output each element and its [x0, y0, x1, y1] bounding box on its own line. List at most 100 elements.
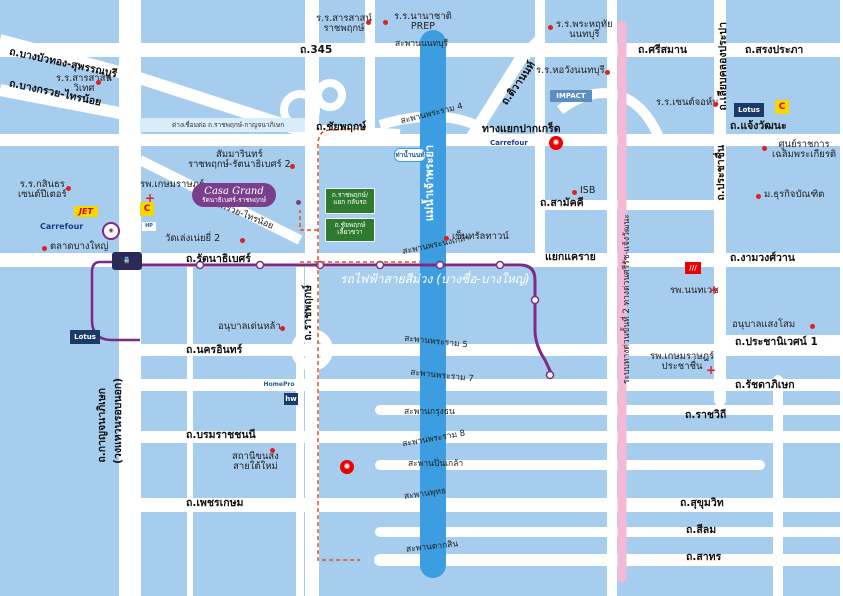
road-borommaratchachonnani: ถ.บรมราชชนนี — [186, 429, 256, 441]
expressway-label: ระบบทางด่วนขั้นที่ 2 ทางด่วนศรีรัช-แจ้งว… — [622, 214, 632, 385]
road-liap-khlong-prapa: ถ.เลียบคลองประปา — [717, 22, 729, 111]
road-ngam-wong-wan: ถ.งามวงศ์วาน — [730, 252, 795, 264]
casa-grand-label[interactable]: Casa Grand รัตนาธิเบศร์-ราชพฤกษ์ — [192, 183, 277, 208]
poi-isb: ISB — [580, 185, 596, 196]
roundabout — [291, 329, 333, 371]
poi-anuban-tiles: อนุบาลเด่นหล้า — [218, 321, 281, 332]
poi-kasintorn-school: ร.ร.กสินธร เซนต์ปีเตอร์ — [18, 179, 67, 201]
poi-phrathai-school: ร.ร.พระหฤทัย นนทบุรี — [556, 19, 613, 41]
poi-dot — [280, 326, 285, 331]
purple-line-station — [495, 260, 505, 270]
poi-dot — [366, 20, 371, 25]
purple-line-station-icon: ◉ — [102, 222, 120, 240]
road-song-prapha: ถ.สรงประภา — [745, 44, 804, 56]
purple-line-label: รถไฟฟ้าสายสีม่วง (บางซื่อ-บางใหญ่) — [340, 272, 530, 286]
poi-dot — [96, 80, 101, 85]
bridge-krung-thon: สะพานกรุงธน — [404, 407, 455, 417]
hw-logo: hw — [284, 393, 298, 405]
road-sathon: ถ.สาทร — [686, 551, 722, 563]
poi-dot — [810, 324, 815, 329]
khae-rai-junction: แยกแคราย — [545, 251, 596, 263]
road-diag-bangkruai — [0, 84, 132, 121]
casa-grand-subtitle: รัตนาธิเบศร์-ราชพฤกษ์ — [202, 196, 267, 204]
poi-dot — [605, 70, 610, 75]
poi-nonthavej: รพ.นนทเวช — [670, 285, 719, 296]
poi-dot — [66, 186, 71, 191]
purple-line-station — [545, 370, 555, 380]
purple-line-station — [195, 260, 205, 270]
road-chaiyaphruek: ถ.ชัยพฤกษ์ — [316, 121, 367, 133]
sign-ratchaphruek-uturn: ถ.ราชพฤกษ์/แยก กลับรถ — [325, 188, 375, 214]
poi-dot — [383, 20, 388, 25]
poi-dot — [572, 190, 577, 195]
lotus-logo: Lotus — [70, 330, 100, 344]
road-prachanives1: ถ.ประชานิเวศน์ 1 — [735, 336, 818, 348]
poi-sammarin: สัมมารินทร์ ราชพฤกษ์-รัตนาธิเบศร์ 2 — [188, 149, 291, 171]
poi-horwang-school: ร.ร.หอวังนนทบุรี — [536, 65, 605, 76]
lotus-logo-2: Lotus — [734, 103, 764, 117]
poi-market-bangyai: ตลาดบางใหญ่ — [50, 241, 109, 252]
poi-mahidol: ม.ธุรกิจบัณฑิต — [764, 189, 825, 200]
bigc-icon: C — [140, 202, 154, 216]
road-nakhon-in: ถ.นครอินทร์ — [186, 344, 243, 356]
road-samakkhi: ถ.สามัคคี — [540, 197, 584, 209]
poi-central: เซ็นทรัลทาวน์ — [452, 231, 509, 242]
road-diag-tiwanon — [464, 35, 545, 144]
road-si-saman: ถ.ศรีสมาน — [638, 44, 688, 56]
purple-line-station — [530, 295, 540, 305]
road-345: ถ.345 — [300, 44, 333, 56]
poi-prep-school: ร.ร.นานาชาติ PREP — [394, 11, 452, 33]
hospital-icon: + — [709, 283, 720, 297]
purple-line-station — [255, 260, 265, 270]
road-kanchanaphisek-note: (วงแหวนรอบนอก) — [112, 378, 124, 464]
poi-st-john: ร.ร.เซนต์จอห์น — [656, 97, 719, 108]
route-dashed-ratchaphruek — [317, 127, 366, 561]
road-diag-bangbuathong — [0, 34, 401, 141]
poi-sarasas-witet: ร.ร.สารสาสน์ วิเทศ — [56, 73, 112, 95]
jet-logo: JET — [74, 206, 98, 217]
link-band — [140, 118, 305, 132]
road-kanchanaphisek: ถ.กาญจนาภิเษก — [96, 388, 108, 463]
impact-logo: IMPACT — [550, 90, 592, 102]
poi-dot — [290, 164, 295, 169]
expressway-link-label: ต่างเชื่อมต่อ ถ.ราชพฤกษ์-กาญจนาภิเษก — [172, 121, 285, 129]
homepro-logo: HomePro — [263, 380, 295, 389]
purple-line-main — [140, 263, 554, 376]
makro-icon-2: ✺ — [340, 460, 354, 474]
road-ratchaphruek: ถ.ราชพฤกษ์ — [302, 285, 314, 341]
homepro-logo-small: HP — [142, 222, 156, 231]
sign-chaiyaphruek-right: ถ.ชัยพฤกษ์ เลี้ยวขวา — [325, 218, 375, 242]
route-dashed-entry — [299, 210, 318, 231]
poi-dot — [762, 146, 767, 151]
road-prachachuen: ถ.ประชาชื่น — [715, 145, 727, 201]
bridge-nonthaburi: สะพานนนทบุรี — [395, 39, 449, 49]
poi-dot — [756, 194, 761, 199]
road-ratchawithi: ถ.ราชวิถี — [685, 409, 727, 421]
pak-kret-junction: ทางแยกปากเกร็ด — [482, 123, 561, 135]
train-icon: 🚆 — [112, 252, 142, 270]
poi-anuban-laengsom: อนุบาลแสงโสม — [732, 319, 796, 330]
poi-dot — [444, 236, 449, 241]
casa-grand-title: Casa Grand — [204, 186, 264, 197]
carrefour-logo-2: Carrefour — [490, 138, 528, 147]
poi-southern-bus: สถานีขนส่ง สายใต้ใหม่ — [232, 451, 279, 473]
road-chaeng-watthana: ถ.แจ้งวัฒนะ — [730, 120, 787, 132]
poi-sport-center: ศูนย์ราชการ เฉลิมพระเกียรติ — [772, 139, 837, 161]
road-rattanathibet: ถ.รัตนาธิเบศร์ — [186, 253, 251, 265]
casa-grand-pin — [296, 200, 301, 205]
poi-dot — [240, 238, 245, 243]
road-sukhumvit: ถ.สุขุมวิท — [680, 497, 724, 509]
purple-line-station — [435, 260, 445, 270]
poi-dot — [42, 246, 47, 251]
road-phra-ram4-curve — [378, 111, 504, 144]
carrefour-logo: Carrefour — [40, 222, 84, 231]
bigc-icon-2: C — [775, 100, 789, 114]
hospital-logo: /// — [685, 262, 701, 274]
poi-wat-langnoy: วัดเล่งเน่ยยี่ 2 — [165, 233, 221, 244]
pier-badge: ท่าน้ำนนท์ — [394, 148, 426, 162]
poi-kasemrad-hospital: รพ.เกษมราษฎร์ — [140, 179, 205, 190]
road-silom: ถ.สีลม — [686, 524, 717, 536]
makro-icon: ✺ — [549, 136, 563, 150]
hospital-icon: + — [145, 191, 156, 205]
